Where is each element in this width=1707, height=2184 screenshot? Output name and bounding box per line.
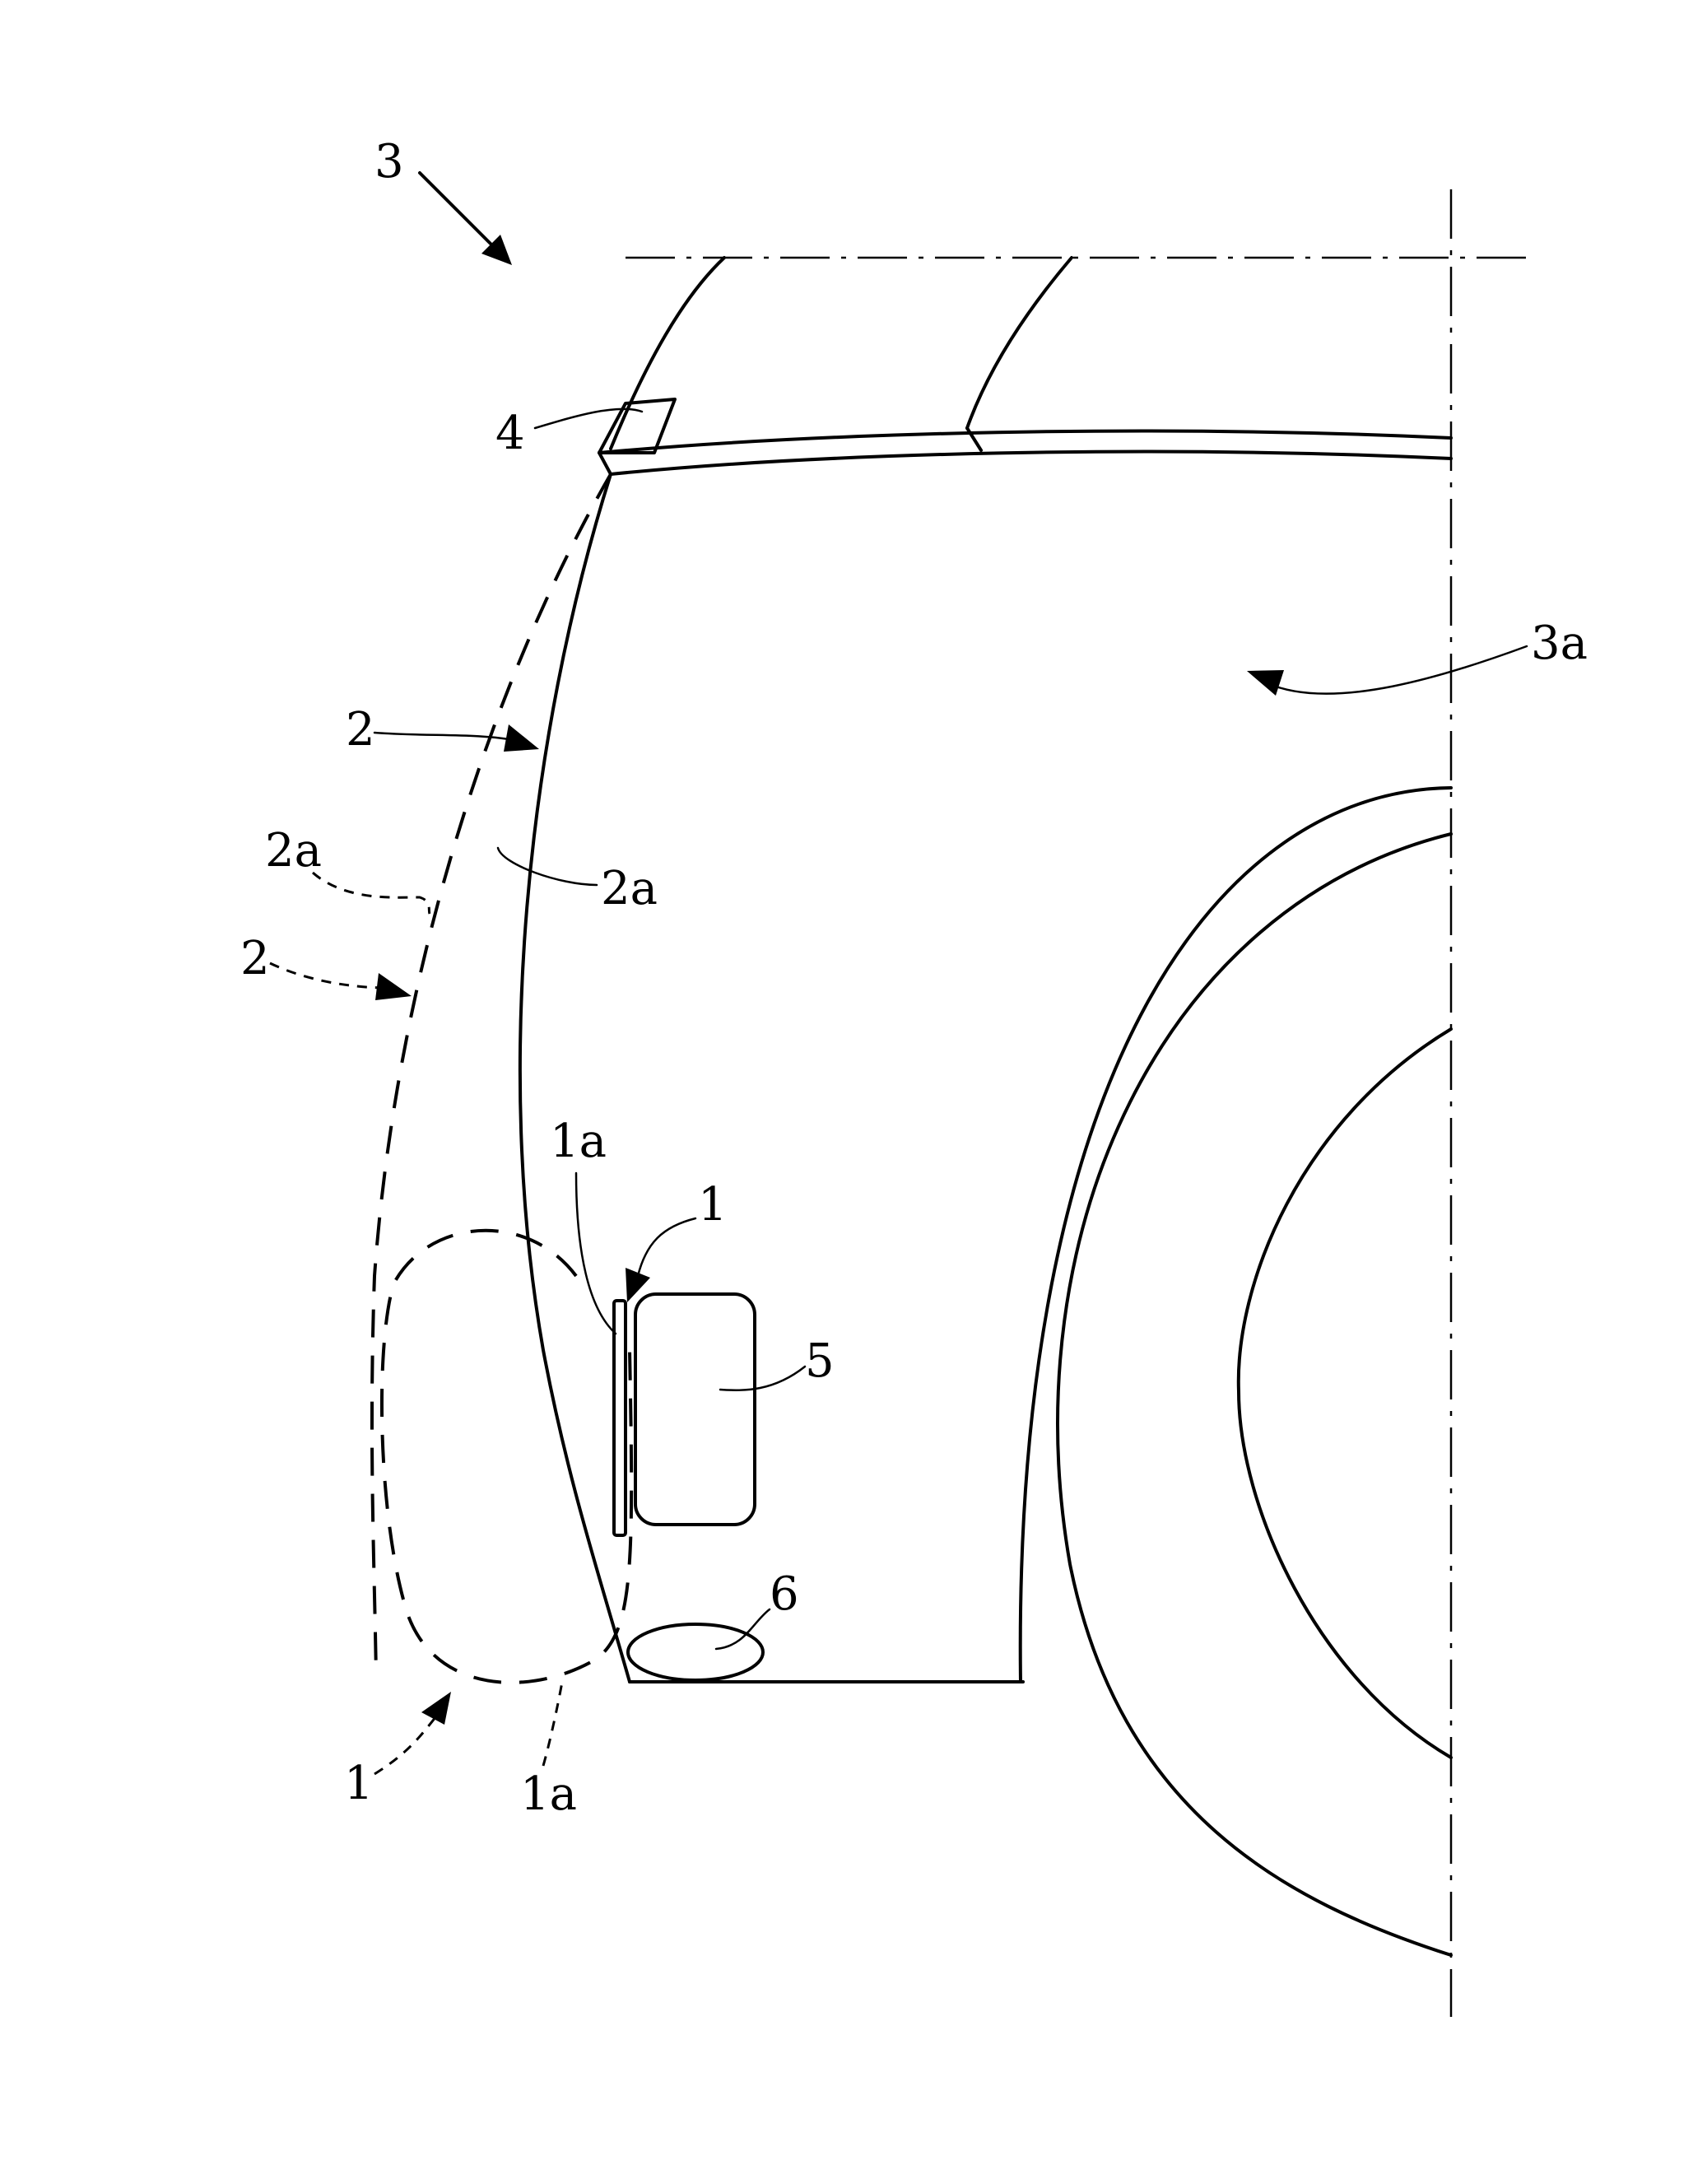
label-unit-solid: 1 xyxy=(698,1178,728,1232)
label-face-dashed: 1a xyxy=(520,1767,577,1821)
leader-1-dashed xyxy=(374,1716,436,1774)
arrow-2-solid xyxy=(504,724,539,752)
label-surface-solid: 2a xyxy=(601,862,658,915)
wheel-tire-outer xyxy=(1058,834,1451,1955)
leader-2-dashed xyxy=(270,963,387,988)
label-unit-dashed: 1 xyxy=(344,1757,374,1810)
leader-1a-solid xyxy=(576,1173,616,1334)
label-vehicle: 3 xyxy=(374,135,404,189)
label-fog-lamp: 6 xyxy=(770,1567,799,1621)
hood-edge-lower xyxy=(611,452,1451,474)
arrow-3a xyxy=(1247,670,1284,696)
label-lamp: 5 xyxy=(805,1334,835,1388)
label-path-solid: 2 xyxy=(346,703,375,757)
front-contour-dashed xyxy=(372,474,611,1678)
sensor-mount-base xyxy=(599,453,611,474)
wheel-arch-outer xyxy=(1021,788,1451,1682)
windshield-curve-right xyxy=(967,258,1072,428)
label-path-dashed: 2 xyxy=(240,932,270,985)
headlamp xyxy=(635,1294,755,1525)
sensor-unit-strip xyxy=(614,1301,626,1535)
hood-edge-upper xyxy=(599,431,1451,453)
fog-lamp xyxy=(628,1624,763,1680)
leader-1-solid xyxy=(638,1218,695,1276)
leader-6 xyxy=(716,1609,770,1649)
leader-5 xyxy=(720,1367,805,1390)
label-sensor-mount: 4 xyxy=(495,407,525,460)
label-surface-dashed: 2a xyxy=(265,824,322,878)
leader-2a-dashed xyxy=(313,873,430,914)
arrow-2-dashed xyxy=(375,973,412,1000)
arrow-1-dashed xyxy=(421,1692,451,1725)
wheel-inner-arc xyxy=(1239,1029,1451,1758)
label-face-solid: 1a xyxy=(550,1115,607,1168)
leader-3 xyxy=(420,173,494,247)
leader-2a-solid xyxy=(498,848,597,885)
leader-1a-dashed xyxy=(543,1682,562,1766)
label-body-side: 3a xyxy=(1531,617,1588,670)
leader-3a xyxy=(1267,646,1527,694)
leader-2-solid xyxy=(374,733,519,741)
